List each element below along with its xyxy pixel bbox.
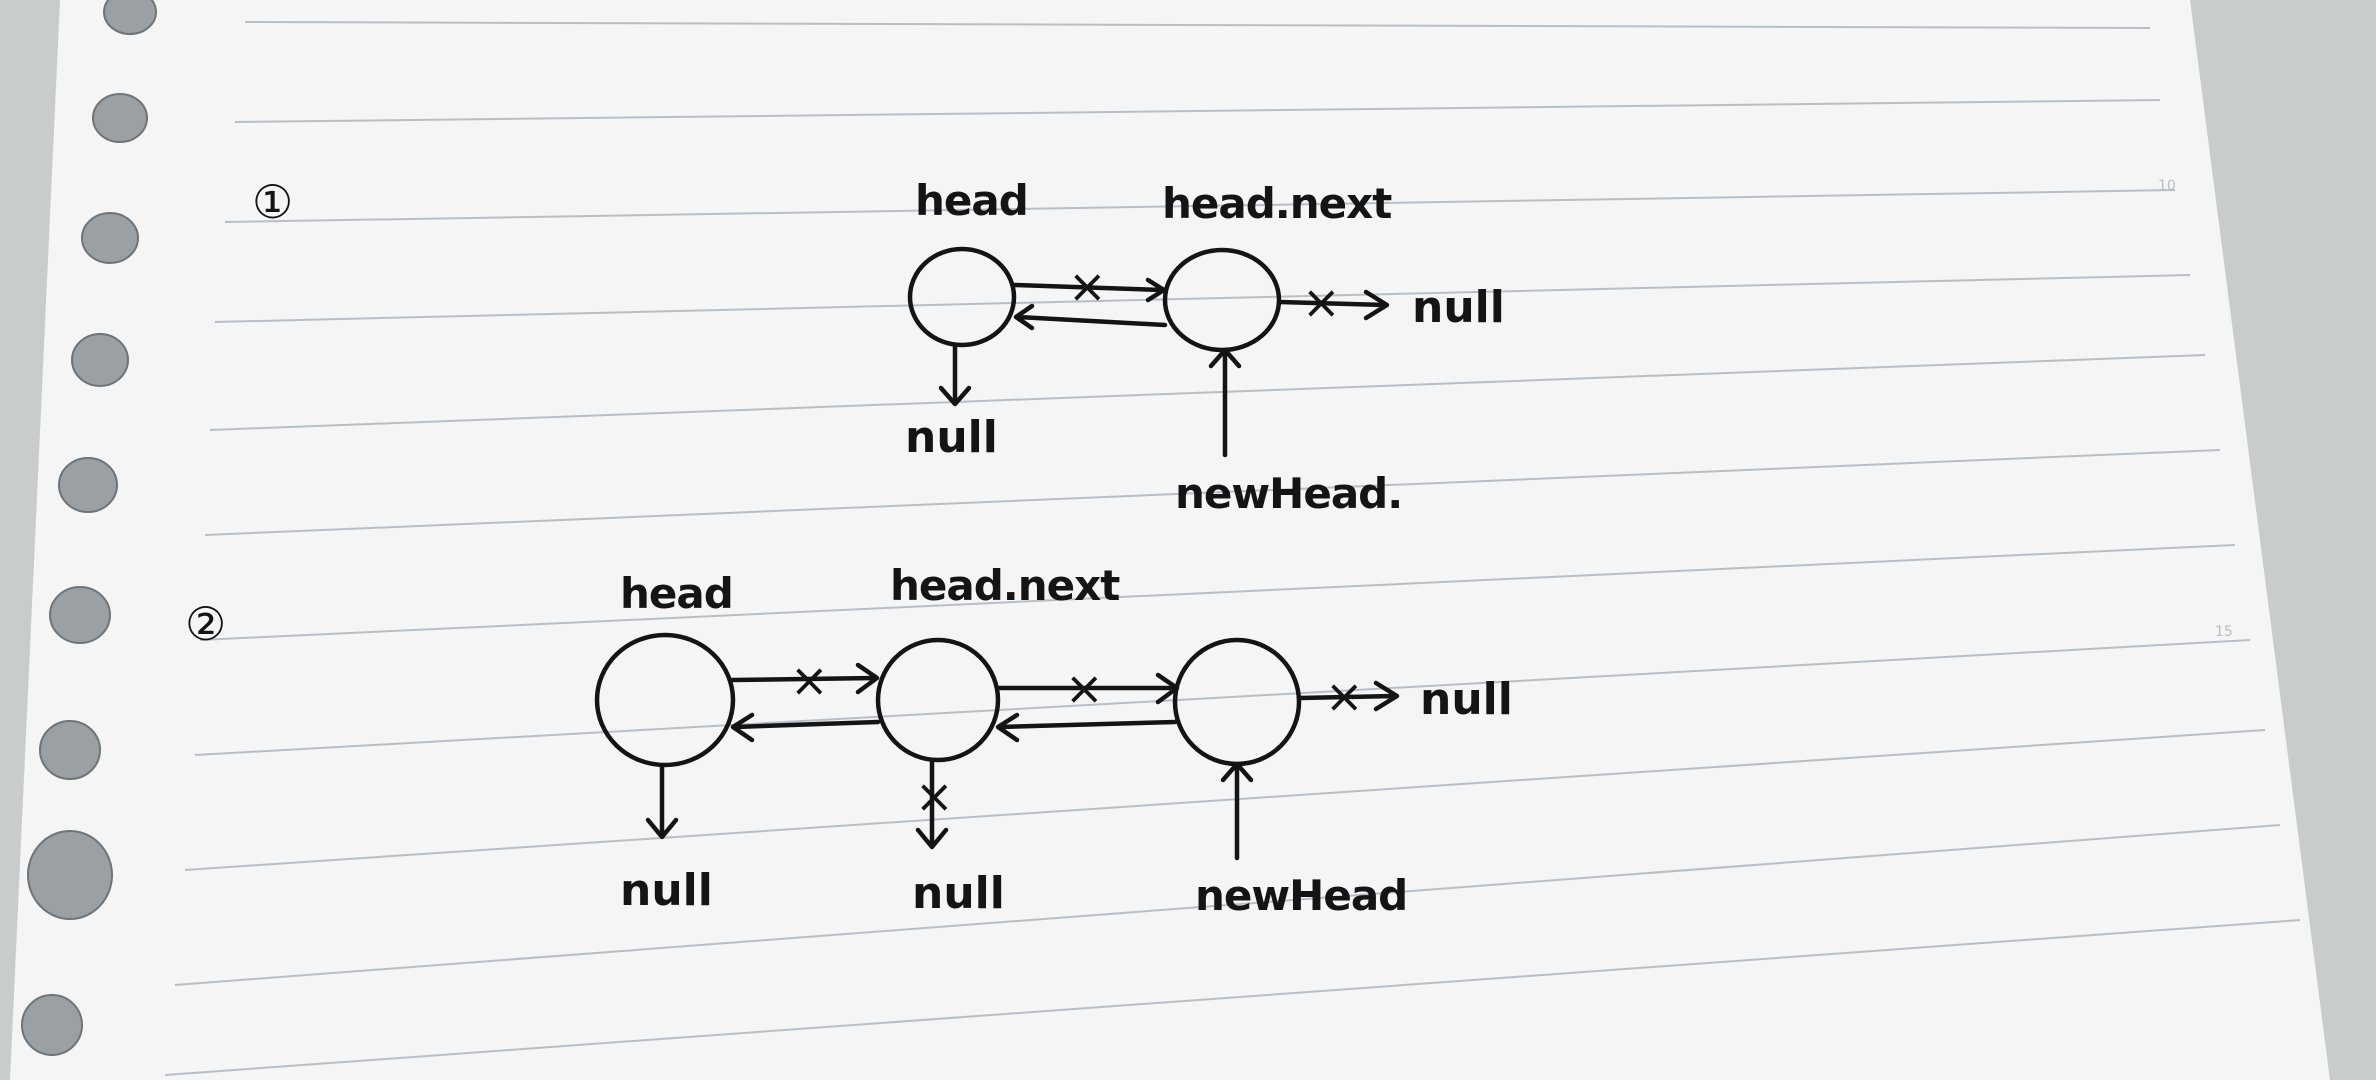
diagram-1-newhead-label: newHead. <box>1175 469 1402 518</box>
diagram-1-right-cross: × <box>1302 275 1341 329</box>
diagram-2-back-arrow-2 <box>995 712 1178 743</box>
diagram-2-back-arrow-1 <box>730 712 881 743</box>
diagram-2-right-arrow <box>1297 680 1400 712</box>
diagram-2-forward-cross-1: × <box>790 653 829 707</box>
paper-sheet <box>10 0 2330 1080</box>
diagram-2-forward-arrow-2 <box>995 672 1180 705</box>
ruled-lines <box>164 21 2301 1076</box>
diagram-2-forward-cross-2: × <box>1065 661 1104 715</box>
diagram-1-right-arrow <box>1277 289 1390 321</box>
diagram-1-marker: ① <box>252 175 293 229</box>
diagram-2-node-next <box>875 637 1001 763</box>
diagram-1-node-head <box>907 246 1017 348</box>
diagram-1-null-right: null <box>1412 282 1505 333</box>
diagram-1-next-label: head.next <box>1162 179 1392 228</box>
diagram-1-back-arrow <box>1013 303 1168 331</box>
diagram-1-head-label: head <box>915 176 1028 225</box>
diagram-1: ① head head.next × × null null newHead. <box>252 175 1505 518</box>
page-number-15: 15 <box>2215 624 2233 640</box>
diagram-2-right-cross: × <box>1325 669 1364 723</box>
diagram-2-forward-arrow-1 <box>729 662 880 695</box>
diagram-1-newhead-arrow <box>1208 347 1242 458</box>
diagram-2-null-right: null <box>1420 674 1513 725</box>
diagram-2-node-head <box>594 632 736 768</box>
diagram-2-marker: ② <box>185 597 226 651</box>
diagram-2: ② head head.next × × × null null × null … <box>185 561 1513 920</box>
diagram-1-forward-arrow <box>1012 277 1167 303</box>
diagram-2-newhead-label: newHead <box>1195 871 1407 920</box>
diagram-2-down-cross: × <box>915 769 954 823</box>
diagram-2-down-arrow-1 <box>645 764 679 840</box>
diagram-2-null-below-2: null <box>912 868 1005 919</box>
diagram-1-null-below: null <box>905 412 998 463</box>
diagram-1-forward-cross: × <box>1068 259 1107 313</box>
diagram-2-null-below-1: null <box>620 865 713 916</box>
diagram-2-down-arrow-2 <box>915 759 949 850</box>
diagram-2-head-label: head <box>620 569 733 618</box>
binder-holes <box>21 0 157 1056</box>
diagram-1-down-arrow <box>938 344 972 407</box>
diagram-2-newhead-arrow <box>1220 761 1254 861</box>
diagram-2-next-label: head.next <box>890 561 1120 610</box>
page-number-10: 10 <box>2158 178 2176 194</box>
